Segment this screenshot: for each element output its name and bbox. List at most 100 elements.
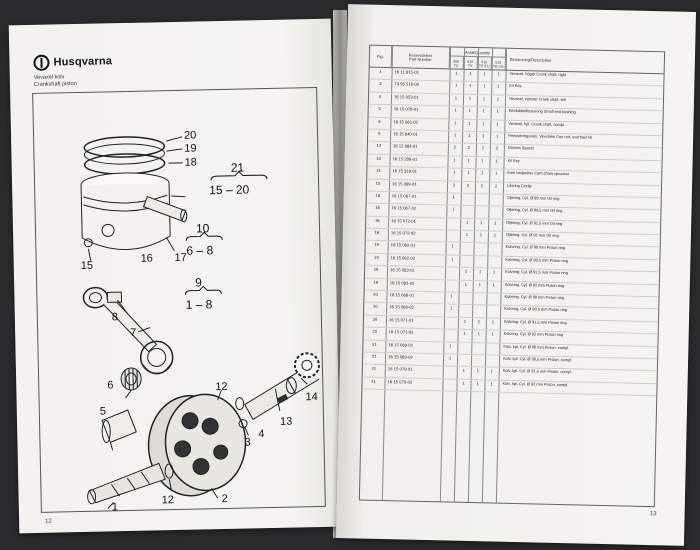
row-description: Kolvring, Cyl. Ø 90 mm Piston ring <box>505 244 566 251</box>
row-quantity: 1 <box>479 219 483 225</box>
parts-table: Fig. Reservdelsnr Part Number Antal/Quan… <box>358 44 666 508</box>
callout-16: 16 <box>141 252 153 264</box>
row-quantity: 1 <box>496 96 500 102</box>
callout-12-lower: 12 <box>162 494 174 506</box>
row-description: Vevaxel, kpl. Crank shaft, compl. <box>508 120 565 127</box>
row-part-number: 16 15 083-02 <box>389 279 415 286</box>
row-fig: 20 <box>372 328 378 335</box>
page-number-right: 13 <box>649 511 657 518</box>
row-fig: 19 <box>373 279 379 285</box>
header-part-number: Reservdelsnr Part Number <box>391 46 451 70</box>
row-quantity: 1 <box>465 219 469 225</box>
row-quantity: 1 <box>469 83 472 89</box>
row-quantity: 2 <box>494 183 498 189</box>
row-fig: 20 <box>373 291 378 297</box>
row-quantity: 1 <box>496 108 499 114</box>
callout-12-upper: 12 <box>215 381 227 393</box>
row-part-number: 16 15 070-01 <box>387 366 413 373</box>
row-quantity: 2 <box>467 145 471 151</box>
spacer-left <box>164 463 174 479</box>
key-13 <box>276 394 289 404</box>
row-part-number: 16 15 069-01 <box>388 341 414 348</box>
row-quantity: 2 <box>453 144 457 150</box>
row-part-number: 16 15 316-01 <box>392 168 418 174</box>
row-quantity: 1 <box>482 108 485 114</box>
row-quantity: 1 <box>493 232 497 238</box>
row-quantity: 1 <box>495 158 498 164</box>
row-fig: 20 <box>372 304 378 310</box>
row-description: Kolvring, Cyl. Ø 91,5 mm Piston ring <box>503 318 567 325</box>
spacer-right <box>235 397 245 411</box>
brand-header: Husqvarna <box>33 53 112 71</box>
row-description: Oljering, Cyl. Ø 90,5 mm Oil ring <box>506 207 563 214</box>
callout-6: 6 <box>107 379 113 391</box>
row-fig: 19 <box>373 254 379 260</box>
left-page: Husqvarna Vevaxel kolv Crankshaft piston <box>8 18 342 534</box>
row-part-number: 16 15 071-01 <box>388 316 414 323</box>
header-q1-variant: TC <box>453 63 459 68</box>
row-quantity: 1 <box>465 231 469 237</box>
row-quantity: 1 <box>476 368 480 374</box>
row-description: Kolvring, Cyl. Ø 90,5 mm Piston ring <box>504 306 567 313</box>
row-quantity: 2 <box>452 182 456 188</box>
row-quantity: 1 <box>453 157 456 163</box>
row-part-number: 16 15 061-01 <box>393 118 419 125</box>
row-quantity: 1 <box>452 206 455 212</box>
row-quantity: 1 <box>482 95 486 102</box>
row-quantity: 1 <box>483 83 486 89</box>
row-quantity: 1 <box>455 82 458 89</box>
row-quantity: 1 <box>467 157 470 163</box>
row-fig: 19 <box>374 242 380 248</box>
piston-body <box>80 183 171 251</box>
row-fig: 19 <box>373 267 379 273</box>
row-quantity: 1 <box>495 170 498 176</box>
row-quantity: 2 <box>466 182 470 188</box>
header-q3-variant: TE EU <box>478 63 490 68</box>
piston-pin-hole <box>101 223 115 237</box>
callout-13: 13 <box>280 416 292 428</box>
header-part-number-en: Part Number <box>408 56 432 63</box>
row-quantity: 1 <box>462 380 465 386</box>
row-quantity: 1 <box>450 293 453 299</box>
row-quantity: 1 <box>490 381 493 387</box>
row-quantity: 1 <box>449 343 452 349</box>
crankshaft-right-shaft <box>244 363 320 421</box>
row-fig: 16 <box>374 229 380 235</box>
row-quantity: 1 <box>467 132 471 138</box>
row-fig: 15 <box>375 180 381 186</box>
row-description: Vevaxel, vänster Crank shaft, left <box>508 95 566 102</box>
row-description: Vevaxel, höger Crank shaft, right <box>509 70 567 78</box>
row-quantity: 1 <box>448 355 452 361</box>
row-part-number: 16 15 069-02 <box>388 354 413 360</box>
callout-2: 2 <box>222 493 228 505</box>
group-10-label: 10 <box>196 221 210 235</box>
row-part-number: 16 15 072-02 <box>390 230 416 236</box>
cam-chain-sprocket <box>293 352 320 379</box>
row-quantity: 1 <box>491 319 495 325</box>
row-quantity: 1 <box>468 95 472 101</box>
row-part-number: 16 15 082-02 <box>390 255 416 261</box>
row-description: Kolvring, Cyl. Ø 90,5 mm Piston ring <box>505 256 569 264</box>
row-part-number: 16 11 815-01 <box>394 69 420 75</box>
row-quantity: 1 <box>483 71 486 77</box>
row-quantity: 1 <box>464 281 468 287</box>
row-part-number: 16 15 070-02 <box>387 378 413 385</box>
crankshaft-flywheel <box>147 393 247 497</box>
row-quantity: 1 <box>452 194 455 200</box>
row-quantity: 1 <box>454 107 457 113</box>
row-quantity: 1 <box>497 83 500 89</box>
row-description: Oljering, Cyl. Ø 90 mm Oil ring <box>506 194 560 201</box>
crankshaft-left-shaft <box>87 462 166 505</box>
callout-19: 19 <box>184 143 196 155</box>
row-quantity: 1 <box>453 169 456 175</box>
row-fig: 16 <box>375 205 380 211</box>
row-description: Kolvring, Cyl. Ø 91,5 mm Piston ring <box>505 269 568 276</box>
row-description: Renoveringssats, Vevstake Con rod, overh… <box>508 132 593 140</box>
row-quantity: 1 <box>454 95 458 101</box>
row-part-number: 16 15 076-01 <box>393 106 419 112</box>
row-quantity: 1 <box>496 121 499 127</box>
row-quantity: 1 <box>493 220 497 226</box>
row-quantity: 1 <box>469 70 472 76</box>
row-part-number: 16 15 288-01 <box>392 155 418 162</box>
header-q3: 510 TE EU <box>477 57 492 71</box>
